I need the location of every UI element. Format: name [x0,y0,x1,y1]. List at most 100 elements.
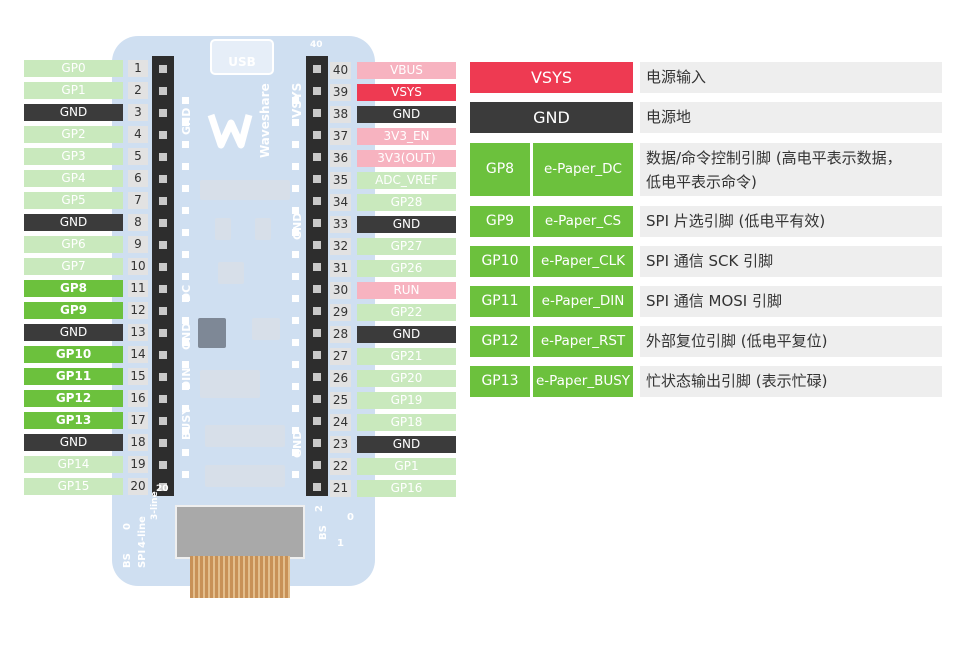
pin-label: GP8 [24,280,123,297]
board-via [182,97,189,104]
fpc-connector [175,505,305,559]
capacitor-array [205,465,285,487]
pin-number: 3 [128,104,148,121]
pin-label: GP22 [357,304,456,321]
header-pin [313,131,321,139]
pin-number: 27 [330,348,351,365]
pin-number: 33 [330,216,351,233]
header-pin [313,439,321,447]
pin-number: 13 [128,324,148,341]
header-pin [313,109,321,117]
header-pin [159,439,167,447]
board-via [182,471,189,478]
pin-label: GP27 [357,238,456,255]
desc-line: 数据/命令控制引脚 (高电平表示数据， [646,149,902,167]
board-via [182,317,189,324]
board-dc-label: DC [180,284,193,302]
table-desc-cell: SPI 通信 MOSI 引脚 [640,286,942,317]
pin-number: 8 [128,214,148,231]
board-via [292,141,299,148]
pin-number: 10 [128,258,148,275]
pin-number: 11 [128,280,148,297]
table-function-cell: e-Paper_BUSY [533,366,633,397]
pin-number: 6 [128,170,148,187]
header-pin [313,417,321,425]
header-pin [159,197,167,205]
pin-40-marker: 40 [310,40,323,50]
pin-label: GP26 [357,260,456,277]
board-via [182,383,189,390]
header-pin [313,351,321,359]
header-pin [313,285,321,293]
pin-label: GND [357,436,456,453]
pin-number: 37 [330,128,351,145]
board-via [182,295,189,302]
pin-label: VBUS [357,62,456,79]
board-via [292,471,299,478]
table-function-cell: e-Paper_RST [533,326,633,357]
pin-number: 19 [128,456,148,473]
board-via [292,163,299,170]
board-gnd-label-1: GND [180,107,193,135]
pin-number: 34 [330,194,351,211]
header-pin [159,65,167,73]
pin-label: GP28 [357,194,456,211]
board-via [292,185,299,192]
brand-label: Waveshare [258,83,272,158]
gnd-name-cell: GND [470,102,633,133]
desc-line: SPI 通信 SCK 引脚 [646,252,774,270]
desc-line: 外部复位引脚 (低电平复位) [646,332,828,350]
pin-label: 3V3_EN [357,128,456,145]
pin-label: GND [357,326,456,343]
header-pin [159,263,167,271]
pin-label: GND [24,324,123,341]
pin-label: VSYS [357,84,456,101]
pin-number: 7 [128,192,148,209]
header-pin [159,307,167,315]
pin-number: 4 [128,126,148,143]
header-pin [313,87,321,95]
header-pin [313,241,321,249]
pin-label: GND [24,434,123,451]
pin-number: 29 [330,304,351,321]
board-via [292,339,299,346]
right-pin-header [306,56,328,496]
capacitor-array [205,425,285,447]
table-gp-cell: GP10 [470,246,530,277]
header-pin [313,263,321,271]
desc-line: 忙状态输出引脚 (表示忙碌) [646,372,828,390]
board-via [292,207,299,214]
pin-20-marker: 20 [156,484,169,494]
header-pin [313,307,321,315]
pin-label: GP10 [24,346,123,363]
board-via [182,449,189,456]
pin-label: GP1 [24,82,123,99]
board-busy-label: BUSY [180,406,193,440]
pin-number: 38 [330,106,351,123]
board-two-label: 2 [314,505,325,512]
board-gnd-label-4: GND [291,430,304,458]
header-pin [313,483,321,491]
header-pin [313,153,321,161]
pin-number: 5 [128,148,148,165]
pin-label: GP15 [24,478,123,495]
pin-number: 24 [330,414,351,431]
pin-label: GP13 [24,412,123,429]
table-gp-cell: GP9 [470,206,530,237]
pin-label: GP2 [24,126,123,143]
board-via [292,383,299,390]
header-pin [159,285,167,293]
pin-number: 30 [330,282,351,299]
pin-number: 1 [128,60,148,77]
table-desc-cell: SPI 片选引脚 (低电平有效) [640,206,942,237]
desc-line: SPI 片选引脚 (低电平有效) [646,212,826,230]
board-via [182,185,189,192]
pin-number: 31 [330,260,351,277]
pin-number: 39 [330,84,351,101]
board-via [292,273,299,280]
pin-label: GND [24,104,123,121]
pin-number: 2 [128,82,148,99]
pin-number: 23 [330,436,351,453]
usb-label: USB [228,55,256,69]
header-pin [159,461,167,469]
